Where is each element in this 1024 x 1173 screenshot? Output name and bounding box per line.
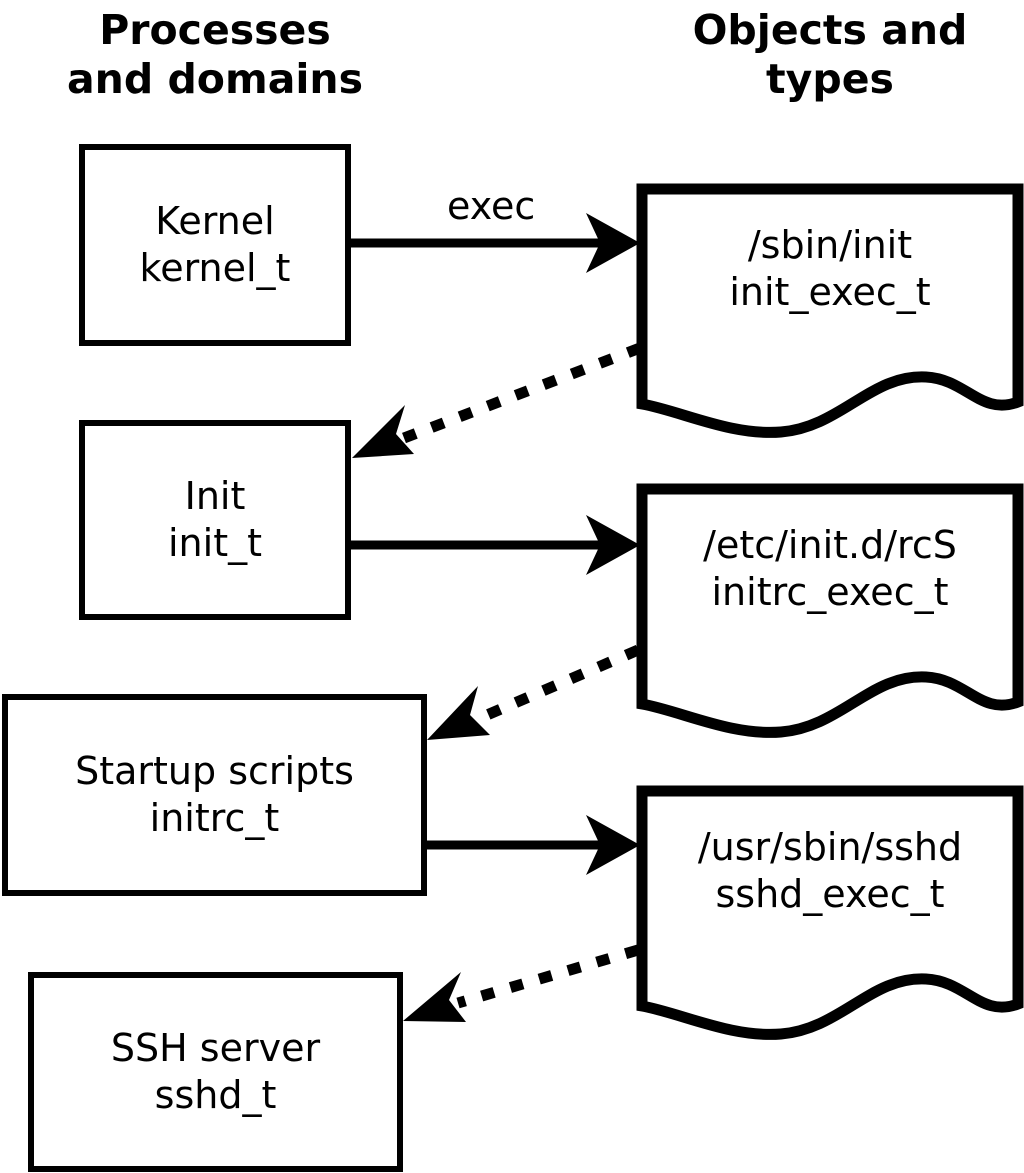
object-document-sshd-exec[interactable] xyxy=(636,785,1024,1040)
column-header-processes: Processes and domains xyxy=(66,6,364,103)
process-box-ssh-server[interactable]: SSH server sshd_t xyxy=(28,972,403,1172)
edge-initrc-exec-transition-initrc xyxy=(427,644,641,740)
process-box-ssh-server-title: SSH server xyxy=(110,1026,321,1070)
object-label-sshd-exec-type: sshd_exec_t xyxy=(715,872,945,916)
process-box-startup-scripts-type: initrc_t xyxy=(149,796,280,840)
object-label-init-exec-type: init_exec_t xyxy=(729,270,931,314)
object-label-initrc-exec: /etc/init.d/rcS initrc_exec_t xyxy=(640,522,1020,616)
object-label-sshd-exec: /usr/sbin/sshd sshd_exec_t xyxy=(640,824,1020,918)
document-shape-icon xyxy=(636,483,1024,738)
process-box-init[interactable]: Init init_t xyxy=(79,420,351,620)
edge-label-exec: exec xyxy=(447,184,536,228)
process-box-init-type: init_t xyxy=(168,521,262,565)
document-shape-icon xyxy=(636,785,1024,1040)
process-box-kernel-title: Kernel xyxy=(155,199,275,243)
edge-init-exec-initrc xyxy=(351,515,640,575)
object-label-init-exec: /sbin/init init_exec_t xyxy=(640,222,1020,316)
document-shape-icon xyxy=(636,183,1024,438)
edge-init-exec-transition-init xyxy=(352,342,642,458)
object-label-sshd-exec-path: /usr/sbin/sshd xyxy=(697,825,963,869)
edge-sshd-exec-transition-sshd xyxy=(403,944,640,1022)
object-label-initrc-exec-type: initrc_exec_t xyxy=(711,570,949,614)
process-box-kernel[interactable]: Kernel kernel_t xyxy=(79,144,351,346)
process-box-ssh-server-type: sshd_t xyxy=(154,1073,277,1117)
edge-initrc-exec-sshd xyxy=(425,815,640,875)
process-box-init-title: Init xyxy=(184,474,246,518)
object-label-initrc-exec-path: /etc/init.d/rcS xyxy=(703,523,957,567)
object-document-initrc-exec[interactable] xyxy=(636,483,1024,738)
process-box-startup-scripts[interactable]: Startup scripts initrc_t xyxy=(2,694,427,896)
object-label-init-exec-path: /sbin/init xyxy=(747,223,913,267)
object-document-init-exec[interactable] xyxy=(636,183,1024,438)
process-box-kernel-type: kernel_t xyxy=(139,246,291,290)
process-box-startup-scripts-title: Startup scripts xyxy=(75,749,354,793)
column-header-objects: Objects and types xyxy=(692,6,968,103)
